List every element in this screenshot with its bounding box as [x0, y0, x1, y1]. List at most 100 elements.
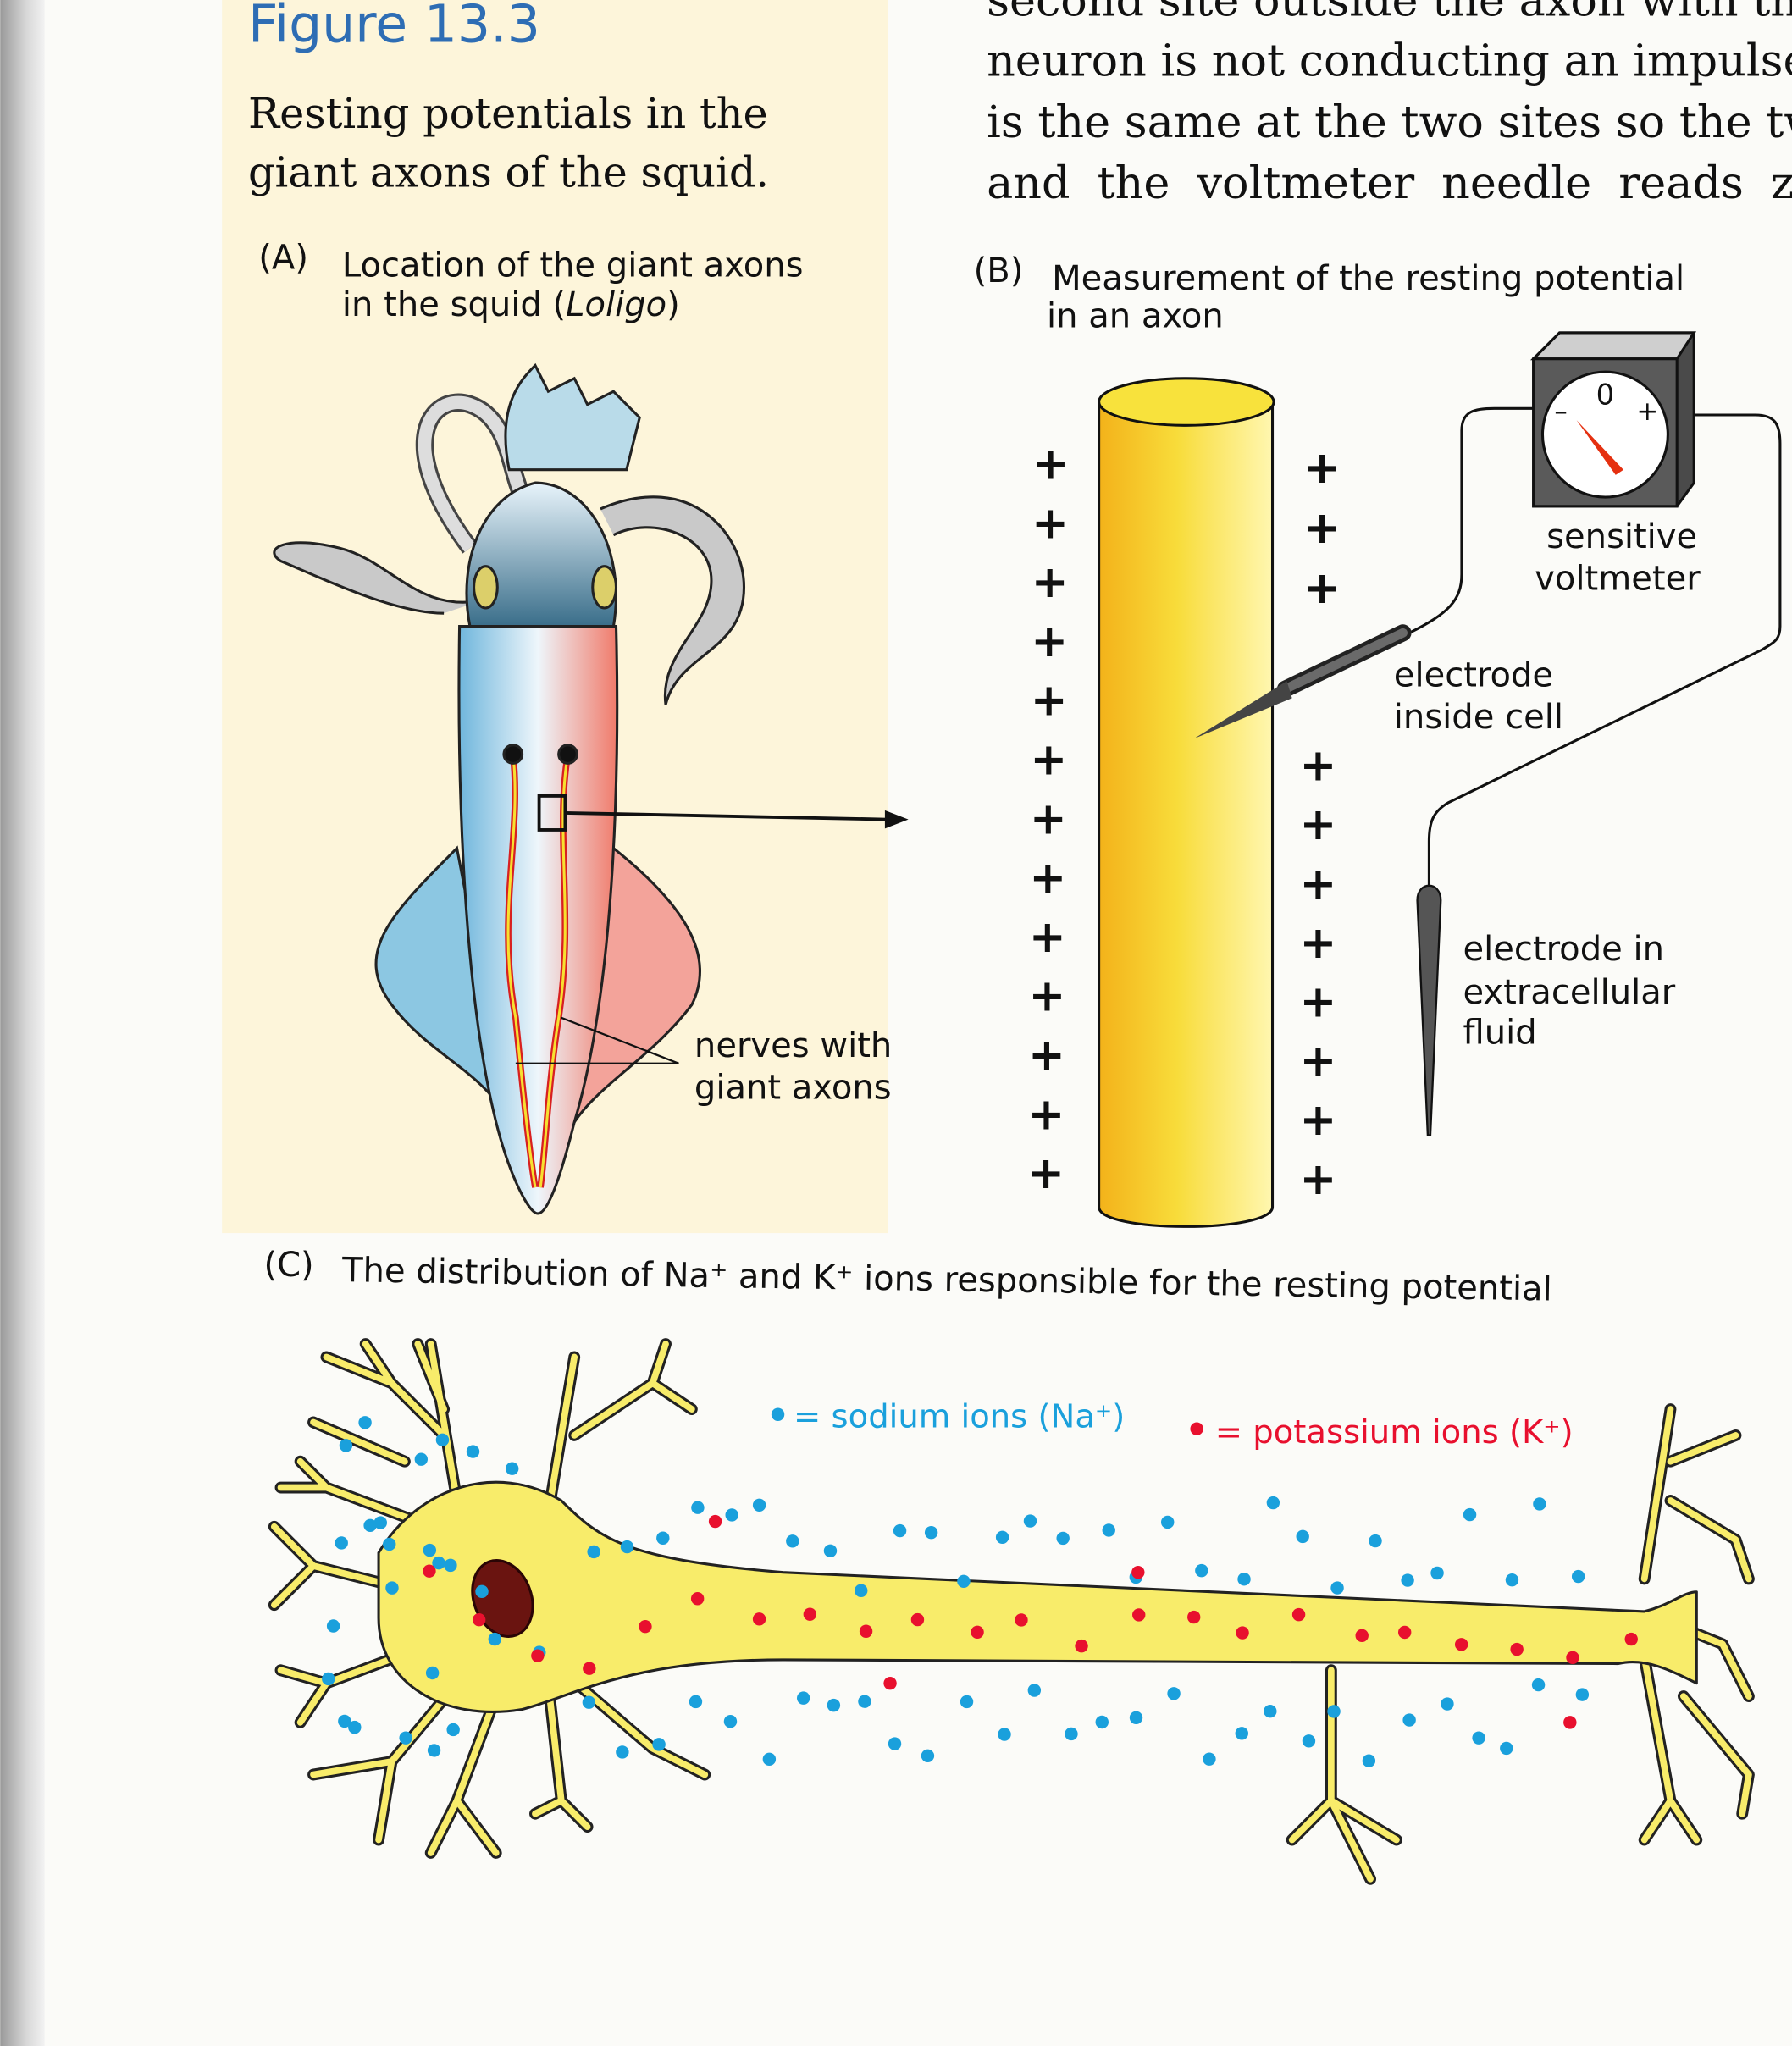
positive-charge-icon: + [1303, 502, 1341, 554]
potassium-ion [910, 1612, 925, 1627]
sodium-ion [1296, 1529, 1309, 1544]
sodium-ion [383, 1537, 396, 1551]
sodium-ion [998, 1728, 1011, 1741]
electrode-outside-label-line3: fluid [1463, 1014, 1536, 1053]
sodium-ion [363, 1518, 377, 1532]
panel-a-title-line2: in the squid (Loligo) [342, 285, 680, 324]
sodium-ion [823, 1544, 838, 1557]
positive-charge-icon: + [1300, 858, 1337, 910]
sodium-ion [725, 1508, 738, 1522]
sodium-ion [582, 1695, 596, 1709]
dial-minus-label: – [1554, 396, 1567, 427]
sodium-ion [1362, 1754, 1376, 1767]
potassium-ion [752, 1612, 766, 1626]
sodium-ion [373, 1516, 388, 1529]
sodium-ion [1369, 1534, 1382, 1548]
ion-dots [322, 1416, 1638, 1767]
positive-charge-icon: + [1031, 616, 1068, 667]
potassium-ion [1566, 1651, 1579, 1664]
potassium-ion [1291, 1607, 1306, 1622]
sodium-ion [1056, 1531, 1070, 1546]
sodium-ion [620, 1540, 634, 1554]
nerve-label-leaders [515, 1016, 679, 1064]
potassium-ion [1510, 1642, 1524, 1656]
electrode-inside-label-line1: electrode [1394, 655, 1553, 694]
potassium-ion [1397, 1625, 1412, 1640]
sodium-ion [616, 1745, 629, 1759]
positive-charge-icon: + [1031, 675, 1068, 727]
sodium-ion [1430, 1566, 1444, 1580]
body-text: second site outside the axon with th neu… [987, 0, 1792, 209]
figure-caption-line2: giant axons of the squid. [248, 147, 769, 196]
legend-sodium: = sodium ions (Na⁺) [794, 1398, 1125, 1436]
positive-charge-icon: + [1300, 1153, 1337, 1205]
positive-charge-icon: + [1300, 739, 1337, 791]
sodium-ion [425, 1666, 440, 1680]
positive-charge-icon: + [1300, 976, 1337, 1028]
sodium-ion [1330, 1581, 1344, 1595]
sodium-ion [723, 1714, 738, 1728]
potassium-ion [1624, 1632, 1638, 1646]
panel-b-title-line2: in an axon [1047, 297, 1224, 336]
potassium-ion [472, 1613, 486, 1627]
sodium-ion [796, 1691, 810, 1705]
sodium-dot-icon [771, 1407, 785, 1421]
sodium-ion [399, 1731, 412, 1745]
positive-charge-icon: + [1028, 970, 1065, 1022]
positive-charge-icon: + [1300, 1035, 1337, 1087]
sodium-ion [1203, 1752, 1216, 1766]
potassium-ion [1131, 1565, 1145, 1579]
nerves-label-line2: giant axons [694, 1068, 892, 1107]
electrode-outside-label-line1: electrode in [1463, 930, 1664, 969]
sodium-ion [1129, 1711, 1143, 1724]
potassium-ion [583, 1662, 596, 1675]
sodium-ion [488, 1632, 501, 1646]
potassium-ion [883, 1676, 897, 1690]
voltmeter-dial [1540, 370, 1669, 499]
pointer-arrow [565, 811, 888, 821]
sodium-ion [1472, 1731, 1485, 1745]
potassium-ion [1015, 1613, 1028, 1627]
sodium-ion [587, 1545, 600, 1559]
positive-charge-icon: + [1032, 438, 1070, 489]
panel-b-labels: sensitive voltmeter electrode inside cel… [1394, 517, 1701, 1053]
sodium-ion [427, 1744, 441, 1757]
sodium-ion [752, 1498, 766, 1512]
sodium-ion [1531, 1678, 1546, 1692]
sodium-ion [1571, 1569, 1585, 1584]
sodium-ion [888, 1737, 902, 1750]
potassium-ion [531, 1649, 545, 1662]
dial-plus-label: + [1636, 396, 1658, 427]
sodium-ion [762, 1752, 777, 1767]
panel-a-letter: (A) [258, 238, 308, 277]
sodium-ion [423, 1543, 437, 1557]
sodium-ion [960, 1695, 974, 1709]
sodium-ion [1266, 1496, 1280, 1510]
panel-c-letter: (C) [263, 1246, 313, 1285]
potassium-ion [1355, 1629, 1369, 1643]
positive-charge-icon: + [1300, 917, 1337, 969]
positive-charge-icon: + [1303, 562, 1341, 614]
potassium-ion [803, 1607, 817, 1621]
sodium-ion [1264, 1704, 1277, 1718]
electrode-extracellular [1416, 884, 1442, 1136]
outside-charges-left: +++++++++++++ [1027, 438, 1069, 1199]
squid-illustration [273, 362, 746, 1215]
sodium-ion [689, 1695, 703, 1709]
sodium-ion [339, 1439, 353, 1452]
sodium-ion [1302, 1734, 1316, 1748]
sodium-ion [1575, 1688, 1590, 1701]
body-text-line: and the voltmeter needle reads zer [987, 158, 1792, 209]
sodium-ion [1065, 1727, 1078, 1741]
outside-charges-right: +++++++++++ [1300, 442, 1341, 1205]
sodium-ion [1441, 1697, 1454, 1711]
sodium-ion [505, 1462, 519, 1475]
figure-caption-line1: Resting potentials in the [248, 89, 768, 138]
sodium-ion [858, 1695, 871, 1708]
sodium-ion [1167, 1687, 1181, 1700]
voltmeter: 0 – + [1529, 331, 1697, 508]
sodium-ion [466, 1445, 480, 1458]
sodium-ion [1327, 1705, 1341, 1718]
potassium-ion [1132, 1608, 1146, 1622]
